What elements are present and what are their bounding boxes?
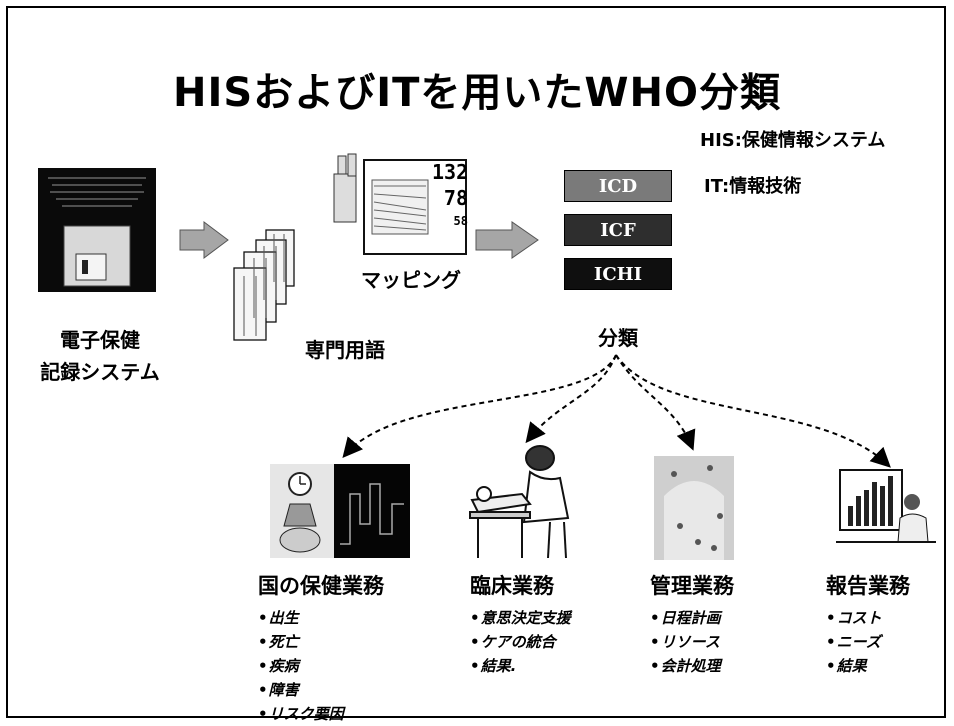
domain-national: 国の保健業務 出生 死亡 疾病 障害 リスク要因 [258, 570, 448, 726]
clinical-illustration-icon [469, 445, 570, 559]
monitor-value-2: 78 [443, 186, 468, 210]
ehr-label-line1: 電子保健 [60, 328, 140, 352]
mapping-label: マッピング [361, 268, 461, 292]
list-item: リスク要因 [258, 702, 448, 726]
domain-reporting: 報告業務 コスト ニーズ 結果 [826, 570, 940, 678]
domain-admin-title: 管理業務 [650, 574, 734, 598]
classification-ichi: ICHI [564, 258, 672, 290]
domain-clinical: 臨床業務 意思決定支援 ケアの統合 結果. [470, 570, 630, 678]
classification-icf: ICF [564, 214, 672, 246]
slide-frame [6, 6, 946, 718]
slide-title: HISおよびITを用いたWHO分類 [173, 70, 781, 116]
domain-clinical-title: 臨床業務 [470, 574, 554, 598]
domain-national-title: 国の保健業務 [258, 574, 384, 598]
classification-icd: ICD [564, 170, 672, 202]
list-item: 疾病 [258, 654, 448, 678]
list-item: 出生 [258, 606, 448, 630]
reporting-illustration-icon [836, 469, 936, 543]
flow-arrow-1-icon [179, 221, 229, 259]
admin-illustration-icon [654, 456, 734, 560]
ehr-floppy-icon [38, 168, 156, 292]
list-item: 日程計画 [650, 606, 800, 630]
list-item: 意思決定支援 [470, 606, 630, 630]
terminology-folders-icon [233, 229, 295, 341]
connector-clinical [525, 354, 617, 444]
monitor-value-1: 132 [432, 160, 469, 184]
terminology-label: 専門用語 [305, 338, 385, 362]
connector-admin [615, 354, 696, 451]
list-item: ケアの統合 [470, 630, 630, 654]
list-item: 死亡 [258, 630, 448, 654]
mapping-monitor-icon [333, 153, 467, 255]
list-item: 結果. [470, 654, 630, 678]
domain-admin: 管理業務 日程計画 リソース 会計処理 [650, 570, 800, 678]
monitor-value-3: 58 [453, 214, 468, 228]
list-item: 障害 [258, 678, 448, 702]
classification-label: 分類 [598, 326, 638, 350]
connector-reporting [615, 354, 891, 468]
list-item: 会計処理 [650, 654, 800, 678]
list-item: ニーズ [826, 630, 940, 654]
ehr-label-line2: 記録システム [40, 360, 160, 384]
national-health-illustration-icon [270, 464, 410, 558]
legend-it: IT:情報技術 [704, 176, 802, 197]
connector-national [342, 354, 617, 459]
domain-reporting-title: 報告業務 [826, 574, 910, 598]
list-item: 結果 [826, 654, 940, 678]
list-item: リソース [650, 630, 800, 654]
list-item: コスト [826, 606, 940, 630]
legend-his: HIS:保健情報システム [700, 130, 886, 151]
flow-arrow-2-icon [475, 221, 539, 259]
